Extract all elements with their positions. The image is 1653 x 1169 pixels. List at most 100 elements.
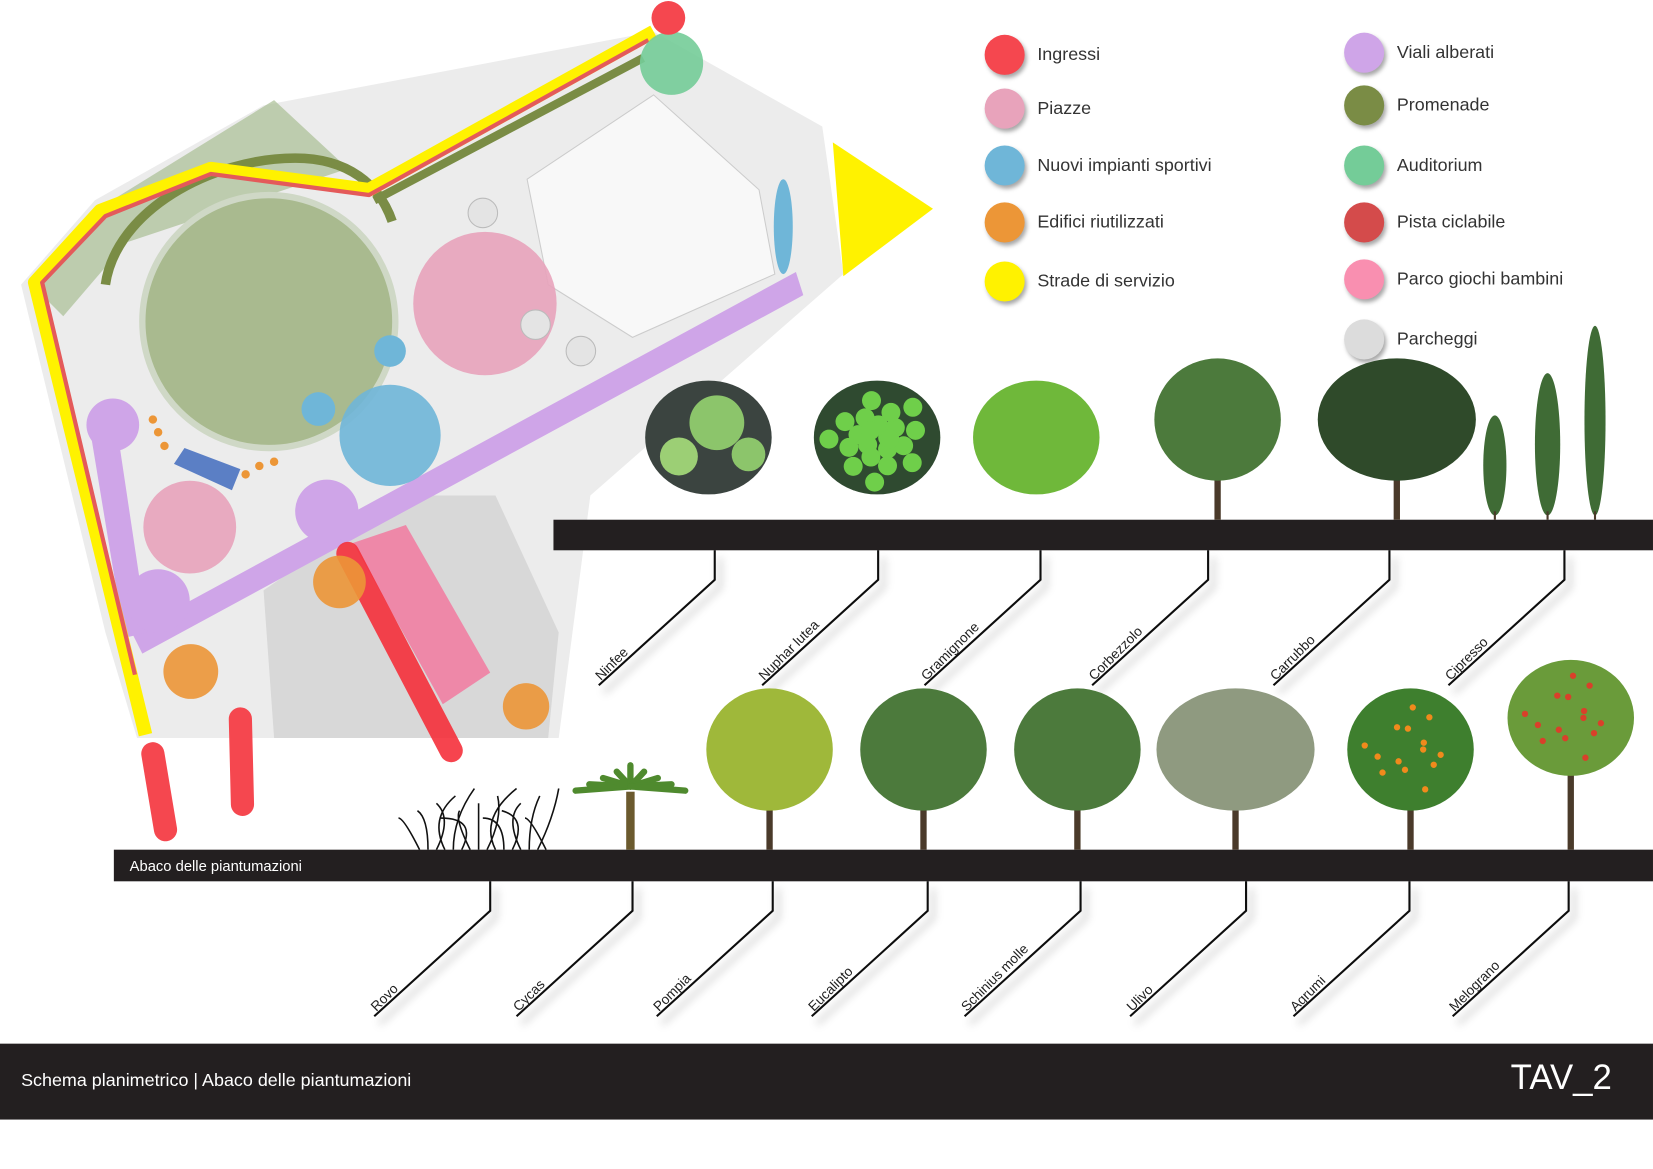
reused-building <box>163 644 219 699</box>
plant-tree-yellow-icon <box>706 688 833 850</box>
fountains <box>467 197 597 367</box>
plant-tree-icon <box>1014 688 1141 850</box>
entrance <box>651 1 686 35</box>
plant-label: Agrumi <box>1287 973 1328 1014</box>
leader-line <box>923 550 1042 687</box>
plant-label: Corbezzolo <box>1086 623 1146 683</box>
leader-line <box>1447 550 1566 687</box>
plant-tree-icon <box>860 688 987 850</box>
plant-label: Cipresso <box>1442 634 1491 683</box>
leader-line <box>1451 881 1570 1018</box>
legend-label: Promenade <box>1396 94 1490 115</box>
leader-line <box>656 881 774 1018</box>
plant-item: Rovo <box>368 787 560 1018</box>
legend-item: Strade di servizio <box>984 260 1175 302</box>
footer-title: Schema planimetrico | Abaco delle piantu… <box>21 1070 412 1091</box>
sports-facility <box>374 335 406 367</box>
plant-item: Schinius molle <box>958 688 1141 1018</box>
legend-swatch-icon <box>1344 32 1385 73</box>
site-plan-map <box>21 1 933 842</box>
legend-swatch-icon <box>1344 259 1385 300</box>
plant-grass-icon <box>973 380 1100 495</box>
leader-line <box>1091 550 1210 687</box>
sports-facility <box>339 384 441 486</box>
plant-olive-icon <box>1156 688 1315 850</box>
reused-building-dots <box>148 415 279 479</box>
plant-item: Cipresso <box>1442 325 1606 687</box>
plant-label: Eucalipto <box>805 963 856 1014</box>
entrance <box>228 707 255 816</box>
legend-label: Auditorium <box>1396 154 1483 175</box>
footer-bar <box>0 1043 1653 1120</box>
legend-swatch-icon <box>1344 145 1385 186</box>
leader-line <box>1129 881 1248 1018</box>
legend-label: Nuovi impianti sportivi <box>1037 154 1212 175</box>
legend-swatch-icon <box>984 88 1025 129</box>
legend-swatch-icon <box>984 261 1025 302</box>
reused-building <box>502 683 550 730</box>
leader-line <box>963 881 1082 1018</box>
plant-cypress-icon <box>1483 325 1606 520</box>
square <box>413 231 557 376</box>
plant-tree-wide-icon <box>1317 358 1476 520</box>
plant-item: Ninfee <box>592 380 772 687</box>
auditorium <box>639 31 704 95</box>
legend-swatch-icon <box>1344 85 1385 126</box>
plant-abacus: Ninfee Nuphar lutea Gramignone Corbezzolo Ca… <box>368 325 1635 1018</box>
leader-line <box>761 550 880 687</box>
legend-label: Pista ciclabile <box>1396 211 1506 232</box>
plant-item: Pompia <box>650 688 833 1018</box>
legend-item: Parcheggi <box>1344 318 1478 360</box>
reused-building <box>313 555 366 609</box>
plant-citrus-icon <box>1347 688 1474 850</box>
leader-line <box>811 881 929 1018</box>
legend-label: Parcheggi <box>1396 328 1478 349</box>
legend-item: Promenade <box>1344 84 1489 126</box>
legend-item: Auditorium <box>1344 144 1482 186</box>
plants-bar-bottom <box>113 849 1653 882</box>
leader-line <box>373 881 492 1018</box>
plant-label: Pompia <box>650 970 694 1014</box>
sports-facility <box>301 392 336 426</box>
legend-item: Ingressi <box>984 34 1100 76</box>
bike-lane <box>40 38 650 676</box>
solar-panels <box>173 448 241 491</box>
legend-item: Pista ciclabile <box>1344 201 1505 243</box>
legend-swatch-icon <box>984 145 1025 186</box>
legend-label: Viali alberati <box>1396 42 1495 63</box>
plant-label: Cycas <box>510 977 548 1015</box>
legend-item: Piazze <box>984 87 1091 129</box>
promenade-path-2 <box>372 54 646 205</box>
sheet-number: TAV_2 <box>1510 1057 1612 1097</box>
legend-item: Viali alberati <box>1344 32 1494 74</box>
plant-label: Melograno <box>1446 958 1503 1015</box>
plant-label: Nuphar lutea <box>756 617 822 683</box>
plant-lily-pads-icon <box>813 380 941 495</box>
legend-swatch-icon <box>1344 319 1385 360</box>
plant-item: Carrubbo <box>1267 358 1476 687</box>
plant-item: Eucalipto <box>805 688 987 1018</box>
leader-line <box>598 550 716 687</box>
baseball-field <box>139 191 399 452</box>
plant-item: Agrumi <box>1287 688 1474 1018</box>
plant-pomegranate-icon <box>1507 659 1635 850</box>
legend-label: Strade di servizio <box>1037 270 1175 291</box>
legend-item: Nuovi impianti sportivi <box>984 144 1212 186</box>
plant-label: Ninfee <box>592 645 631 684</box>
legend-swatch-icon <box>984 34 1025 75</box>
plant-palm-icon <box>572 762 689 850</box>
plant-label: Gramignone <box>918 619 982 683</box>
leader-line <box>515 881 634 1018</box>
plant-tree-icon <box>1154 358 1281 520</box>
plant-item: Corbezzolo <box>1086 358 1281 687</box>
plant-label: Carrubbo <box>1267 632 1318 683</box>
legend-label: Edifici riutilizzati <box>1037 211 1164 232</box>
legend-swatch-icon <box>984 202 1025 243</box>
leader-line <box>1272 550 1391 687</box>
service-road-end <box>832 142 933 277</box>
playground <box>353 524 491 705</box>
sports-facility <box>773 179 793 275</box>
abaco-label: Abaco delle piantumazioni <box>129 857 302 874</box>
plant-item: Melograno <box>1446 659 1635 1018</box>
